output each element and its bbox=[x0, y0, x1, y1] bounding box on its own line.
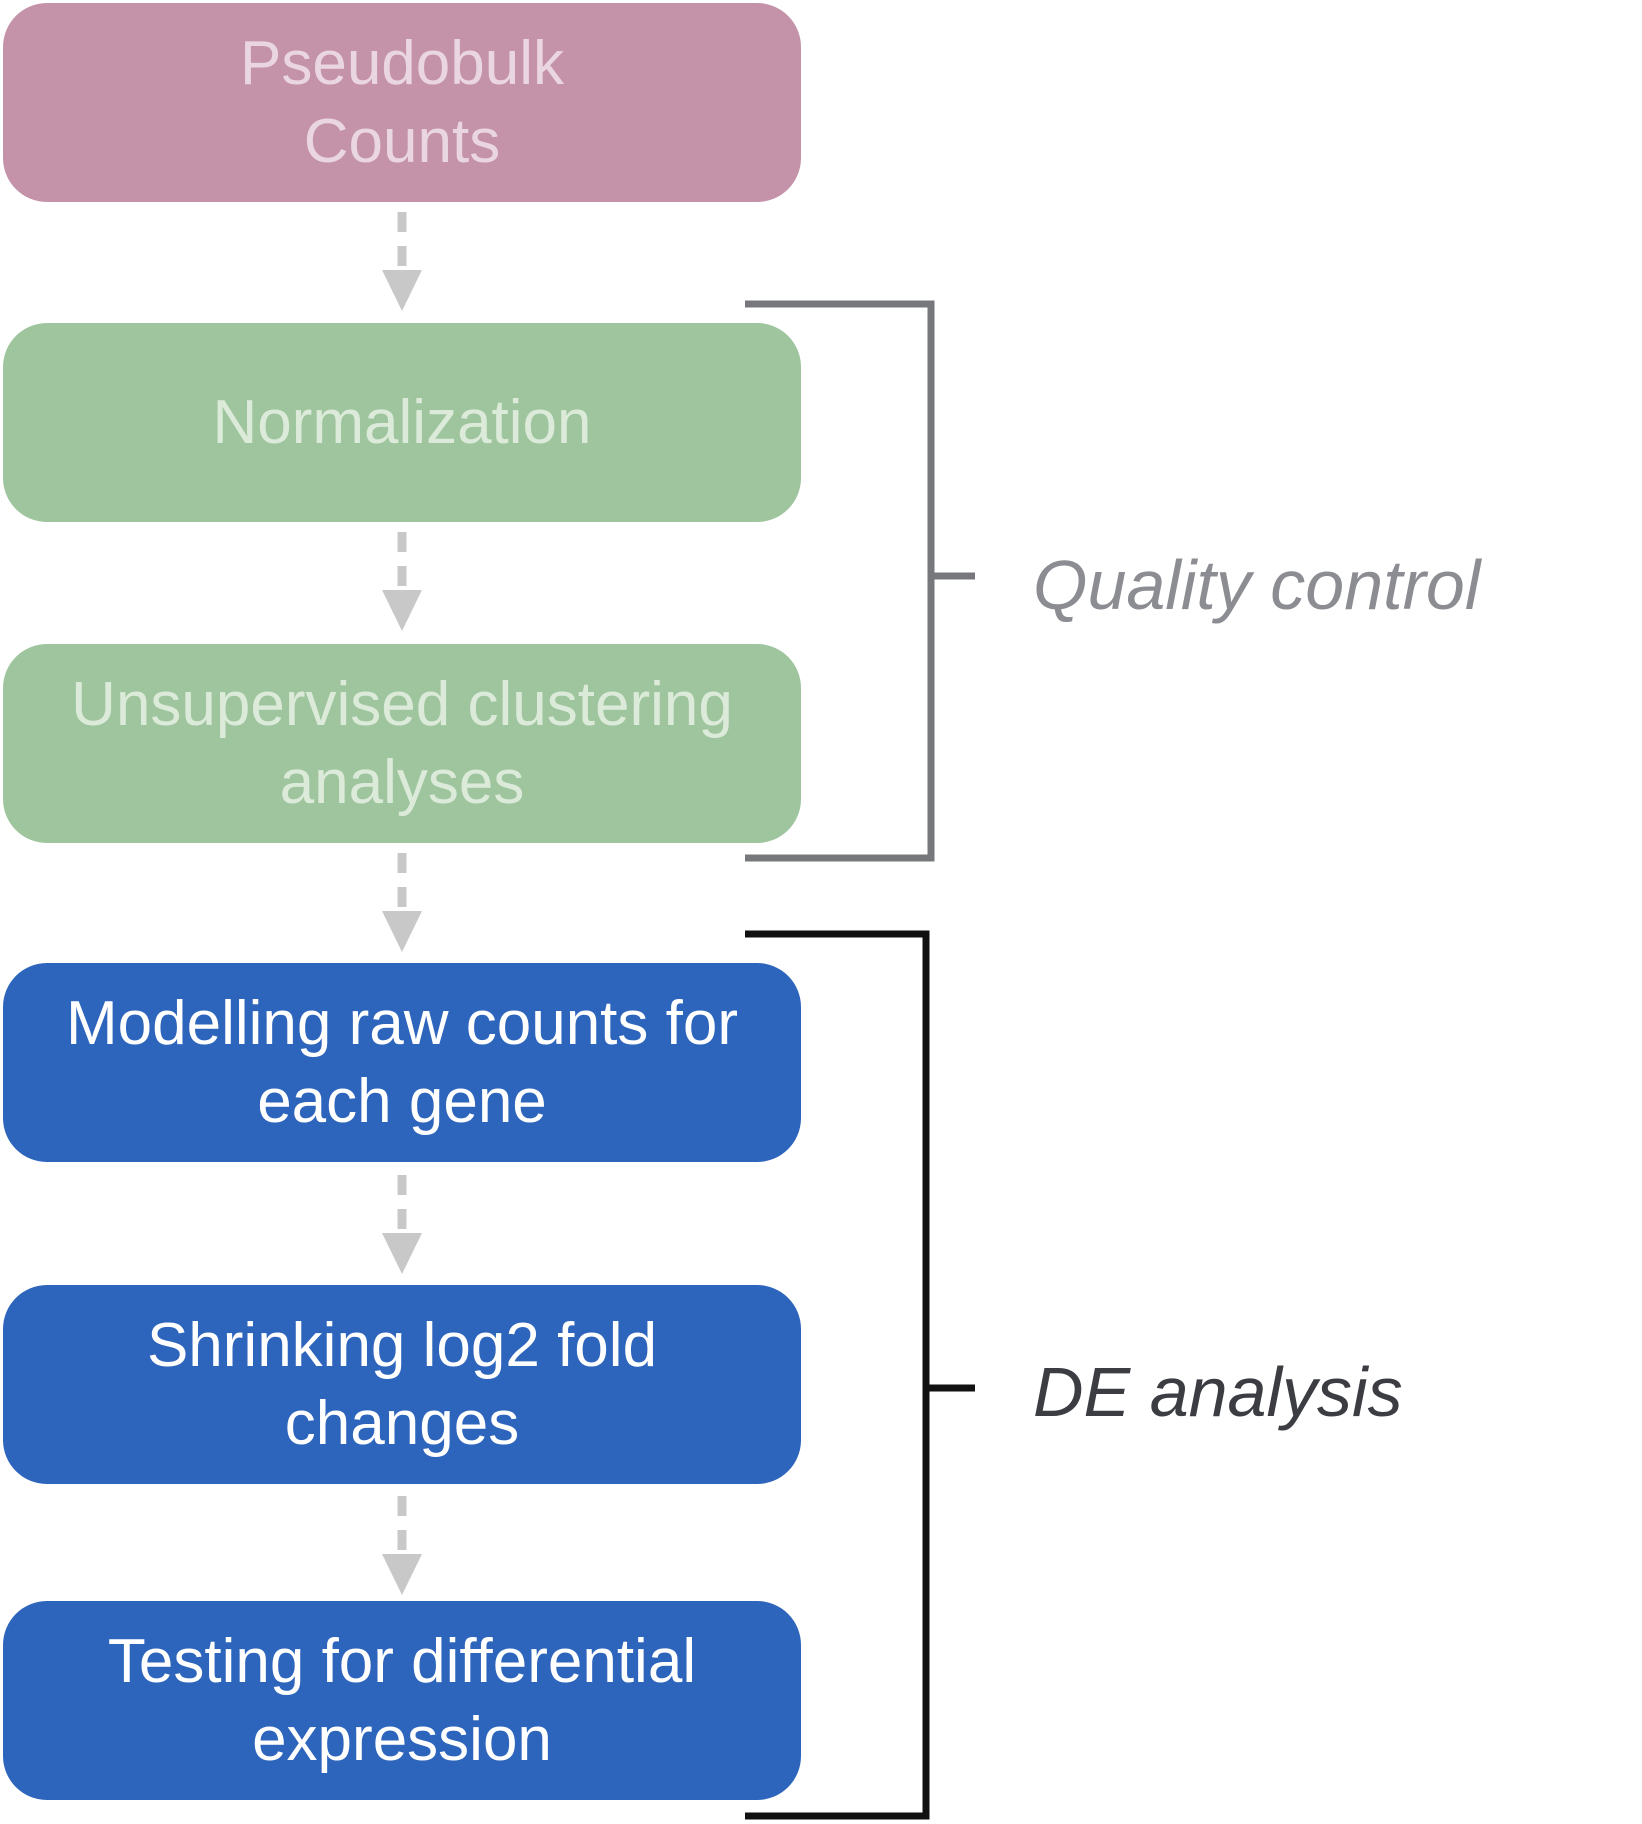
step-pseudobulk-counts: Pseudobulk Counts bbox=[3, 3, 801, 202]
step-label-line1: Normalization bbox=[212, 387, 592, 457]
step-label-line2: changes bbox=[284, 1388, 520, 1458]
dashed-arrow-down-icon bbox=[382, 212, 422, 311]
step-label-line2: analyses bbox=[279, 747, 525, 817]
step-label-line2: Counts bbox=[303, 106, 501, 176]
step-shrinking-log2-fold-changes: Shrinking log2 fold changes bbox=[3, 1285, 801, 1484]
step-modelling-raw-counts: Modelling raw counts for each gene bbox=[3, 963, 801, 1162]
quality-control-label: Quality control bbox=[1033, 546, 1481, 624]
step-label-line2: each gene bbox=[257, 1066, 547, 1136]
step-unsupervised-clustering: Unsupervised clustering analyses bbox=[3, 644, 801, 843]
step-label-line1: Pseudobulk bbox=[239, 28, 565, 98]
step-testing-differential-expression: Testing for differential expression bbox=[3, 1601, 801, 1800]
dashed-arrow-down-icon bbox=[382, 532, 422, 631]
dashed-arrow-down-icon bbox=[382, 1175, 422, 1274]
step-label-line1: Modelling raw counts for bbox=[66, 988, 738, 1058]
step-normalization: Normalization bbox=[3, 323, 801, 522]
dashed-arrow-down-icon bbox=[382, 853, 422, 952]
step-label-line2: expression bbox=[252, 1704, 552, 1774]
de-analysis-label: DE analysis bbox=[1033, 1353, 1403, 1431]
step-label-line1: Unsupervised clustering bbox=[71, 669, 733, 739]
quality-control-bracket bbox=[745, 300, 975, 862]
dashed-arrow-down-icon bbox=[382, 1496, 422, 1595]
step-label-line1: Testing for differential bbox=[107, 1626, 697, 1696]
step-label-line1: Shrinking log2 fold bbox=[146, 1310, 658, 1380]
de-analysis-bracket bbox=[745, 930, 975, 1820]
